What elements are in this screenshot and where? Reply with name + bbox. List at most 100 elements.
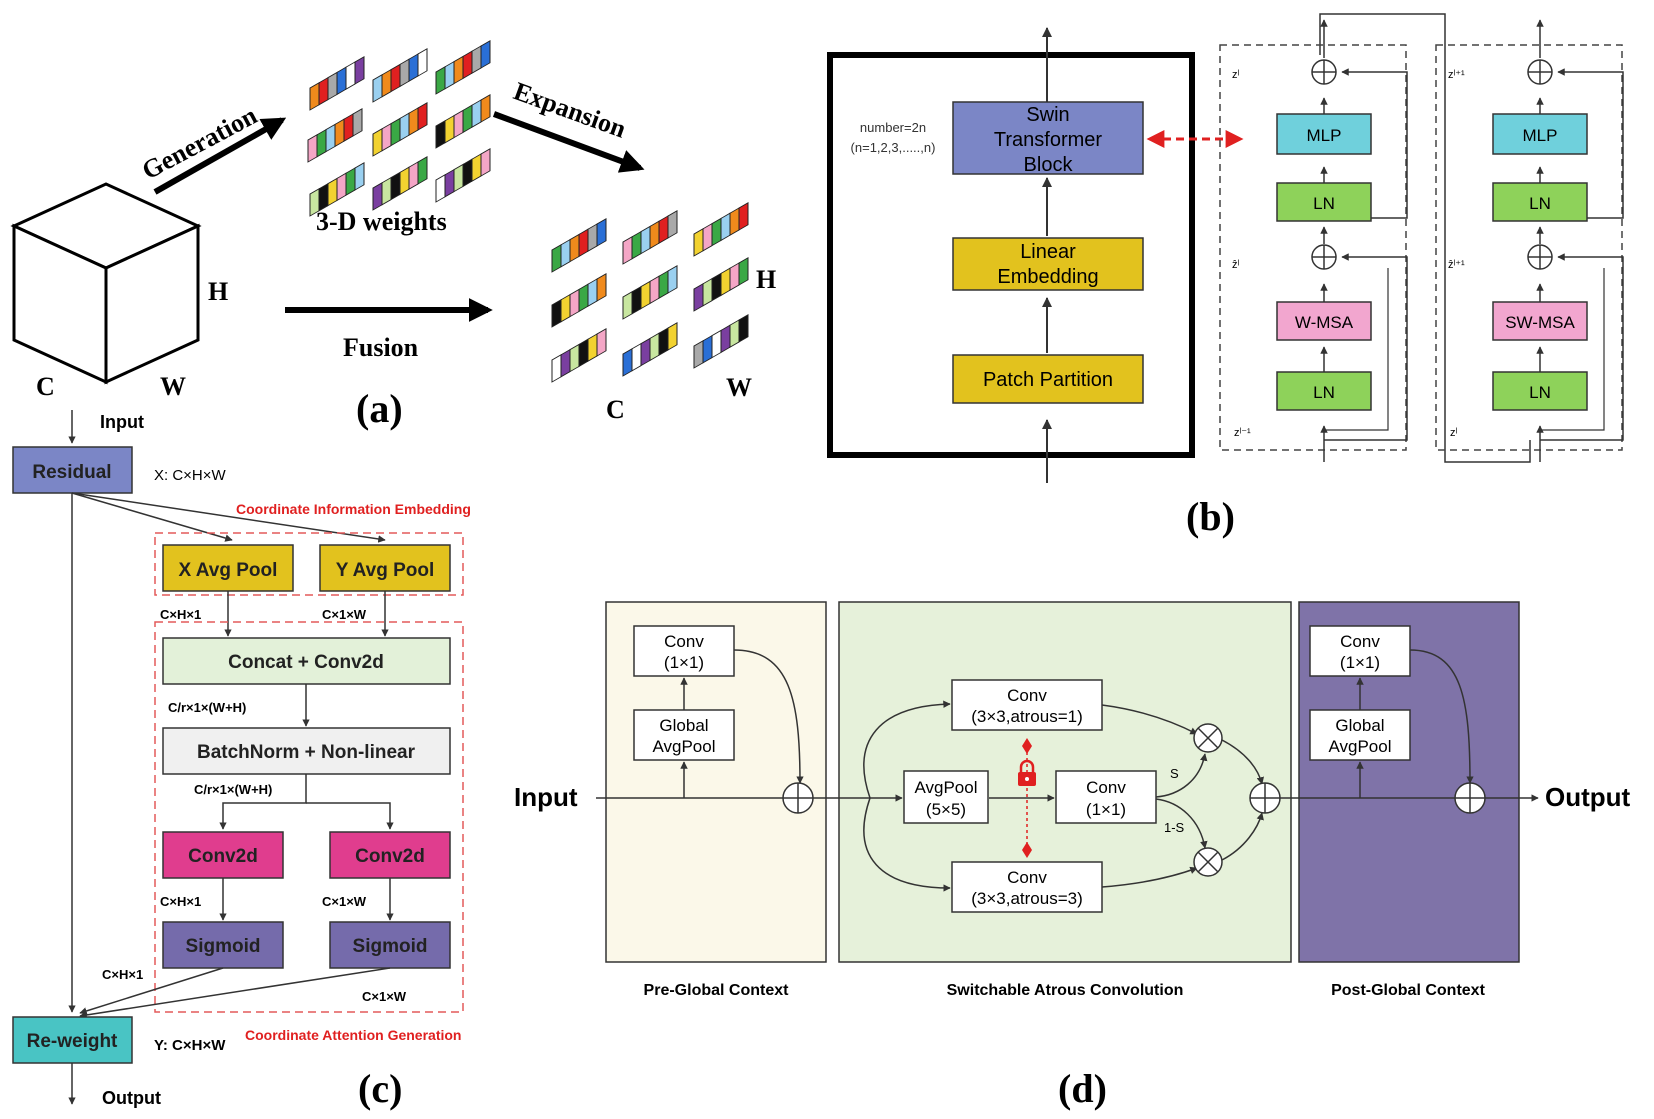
z-in-label: zˡ⁻¹ [1234, 427, 1251, 439]
expanded-c-label: C [606, 395, 625, 424]
mlp-box [1492, 113, 1588, 155]
c-output-label: Output [102, 1088, 161, 1108]
post-pool-l1: Global [1335, 716, 1384, 735]
conv2d-right-label: Conv2d [355, 846, 425, 867]
conv-bot-l1: Conv [1007, 868, 1047, 887]
number-line-1: number=2n [860, 120, 926, 135]
shape-xpool: C×H×1 [160, 607, 201, 622]
pre-pool-l2: AvgPool [652, 737, 715, 756]
number-line-2: (n=1,2,3,.....,n) [851, 140, 936, 155]
x-shape-label: X: C×H×W [154, 467, 227, 484]
expanded-h-label: H [756, 265, 776, 294]
pre-pool-l1: Global [659, 716, 708, 735]
post-conv-l2: (1×1) [1340, 653, 1380, 672]
panel-d: Input Output Conv (1×1) Global AvgPool C… [514, 601, 1631, 1111]
patch-partition-box [952, 354, 1144, 404]
shape-conv-right: C×1×W [322, 894, 367, 909]
sac-title: Switchable Atrous Convolution [947, 982, 1184, 999]
cie-title: Coordinate Information Embedding [236, 501, 471, 517]
panel-b-label: (b) [1186, 494, 1235, 539]
ln-bottom-label: LN [1313, 383, 1335, 402]
shape-sig-right: C×1×W [362, 989, 407, 1004]
shape-concat: C/r×1×(W+H) [168, 700, 246, 715]
expanded-group [551, 202, 749, 383]
residual-box [12, 446, 133, 494]
sac-sum-node [1249, 782, 1281, 814]
input-cube [10, 182, 202, 385]
batchnorm-label: BatchNorm + Non-linear [197, 742, 416, 763]
fusion-label: Fusion [343, 333, 419, 362]
z-top-label: zˡ [1232, 69, 1240, 81]
sigmoid-left-label: Sigmoid [186, 936, 261, 957]
cube-h-label: H [208, 277, 228, 306]
expanded-strip [693, 257, 749, 312]
expanded-w-label: W [726, 373, 752, 402]
concat-conv2d-box [162, 637, 451, 685]
z-mid-label: ẑˡ⁺¹ [1448, 259, 1465, 271]
conv2d-left-label: Conv2d [188, 846, 258, 867]
conv-mid-box [1055, 770, 1157, 824]
expanded-strip [622, 210, 678, 265]
panel-d-label: (d) [1058, 1066, 1107, 1111]
weight-strip [307, 108, 363, 163]
reweight-label: Re-weight [27, 1031, 118, 1052]
x-avg-pool-box [162, 544, 294, 592]
cube-w-label: W [160, 372, 186, 401]
expanded-strip [622, 322, 678, 377]
lock-icon [1018, 759, 1036, 786]
shape-sig-left: C×H×1 [102, 967, 143, 982]
y-avg-pool-label: Y Avg Pool [336, 560, 435, 581]
panel-b: Swin Transformer Block Linear Embedding … [827, 13, 1624, 539]
d-output-label: Output [1545, 782, 1631, 812]
weight-strip [372, 48, 428, 103]
expansion-arrow [492, 111, 645, 173]
cag-region [154, 621, 464, 1013]
mlp-box [1276, 113, 1372, 155]
conv-top-box [951, 679, 1103, 731]
msa-label: SW-MSA [1505, 313, 1575, 332]
z-top-label: zˡ⁺¹ [1448, 69, 1465, 81]
post-global-title: Post-Global Context [1331, 982, 1485, 999]
shape-conv-left: C×H×1 [160, 894, 201, 909]
linear-embedding-box [952, 237, 1144, 291]
z-in-label: zˡ [1450, 427, 1458, 439]
expanded-strip [551, 218, 607, 273]
residual-label: Residual [32, 462, 111, 483]
swin-pipeline-frame [827, 52, 1195, 458]
ln-top-box [1276, 182, 1372, 222]
ln-top-label: LN [1313, 194, 1335, 213]
msa-label: W-MSA [1295, 313, 1354, 332]
d-input-label: Input [514, 782, 578, 812]
weights-label: 3-D weights [316, 207, 447, 236]
expanded-strip [693, 314, 749, 369]
pre-conv-box [633, 625, 735, 677]
mlp-label: MLP [1307, 126, 1342, 145]
one-minus-s-label: 1-S [1164, 820, 1185, 835]
ln-bottom-label: LN [1529, 383, 1551, 402]
weight-strip [435, 94, 491, 149]
y-avg-pool-box [319, 544, 451, 592]
multiply-node-top [1193, 723, 1223, 753]
swin-line-3: Block [1024, 154, 1074, 176]
sigmoid-right-label: Sigmoid [353, 936, 428, 957]
swin-line-2: Transformer [994, 129, 1103, 151]
panel-c: Input Residual X: C×H×W Coordinate Infor… [12, 410, 471, 1111]
multiply-node-bottom [1193, 847, 1223, 877]
shape-ypool: C×1×W [322, 607, 367, 622]
msa-box [1276, 301, 1372, 341]
expanded-strip [622, 265, 678, 320]
expanded-strip [551, 328, 607, 383]
ln-bottom-box [1492, 371, 1588, 411]
conv-bot-l2: (3×3,atrous=3) [971, 889, 1083, 908]
pre-global-title: Pre-Global Context [644, 982, 790, 999]
weights-group [307, 40, 491, 217]
mlp-label: MLP [1523, 126, 1558, 145]
batchnorm-box [162, 727, 451, 775]
pre-conv-l1: Conv [664, 632, 704, 651]
conv-mid-l1: Conv [1086, 778, 1126, 797]
conv2d-left-box [162, 831, 284, 879]
panel-c-label: (c) [358, 1066, 402, 1111]
weight-strip [372, 156, 428, 211]
y-shape-label: Y: C×H×W [154, 1037, 226, 1054]
